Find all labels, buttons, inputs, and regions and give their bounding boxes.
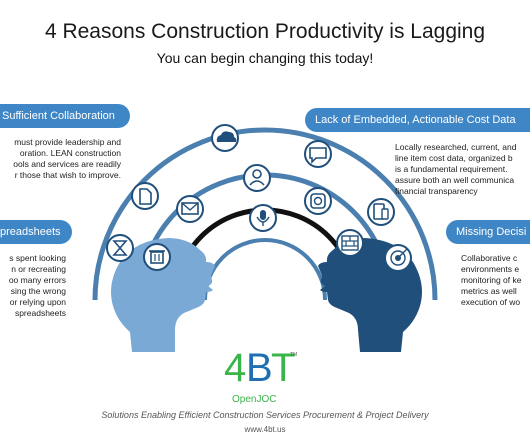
text-line: is a fundamental requirement.	[395, 164, 508, 174]
brick-wall-icon	[336, 229, 364, 257]
logo: 4 B T TM OpenJOC	[222, 346, 302, 410]
text-line: Collaborative c	[461, 253, 518, 263]
logo-tm: TM	[290, 352, 298, 358]
label-text: preadsheets	[0, 226, 61, 238]
text-line: execution of wo	[461, 297, 521, 307]
text-line: spreadsheets	[14, 308, 66, 318]
logo-4: 4	[224, 346, 247, 390]
text-line: n or recreating	[11, 264, 66, 274]
document-icon	[131, 182, 159, 210]
text-line: metrics as well	[461, 286, 517, 296]
logo-b: B	[246, 346, 273, 390]
text-collaboration: must provide leadership and oration. LEA…	[0, 137, 121, 181]
label-text: Lack of Embedded, Actionable Cost Data	[315, 114, 516, 126]
text-line: oration. LEAN construction	[19, 148, 121, 158]
text-line: r those that wish to improve.	[14, 170, 121, 180]
label-text: Missing Decisi	[456, 226, 527, 238]
mail-icon	[176, 195, 204, 223]
text-spreadsheets: s spent looking n or recreating oo many …	[0, 253, 66, 319]
text-line: s spent looking	[9, 253, 66, 263]
hourglass-icon	[106, 234, 134, 262]
left-head	[111, 238, 215, 352]
text-line: environments e	[461, 264, 520, 274]
text-line: assure both an well communica	[395, 175, 515, 185]
label-missing-decision: Missing Decisi	[446, 220, 530, 244]
text-line: Locally researched, current, and	[395, 142, 517, 152]
text-line: oo many errors	[8, 275, 66, 285]
page-subtitle: You can begin changing this today!	[156, 50, 374, 66]
text-line: ools and services are readily	[13, 159, 121, 169]
text-line: or relying upon	[9, 297, 66, 307]
logo-t: T	[271, 346, 296, 390]
chat-icon	[304, 140, 332, 168]
outer-arc	[92, 127, 438, 301]
label-sufficient-collaboration: Sufficient Collaboration	[0, 104, 130, 128]
logo-openjoc: OpenJOC	[232, 394, 277, 405]
core-arc	[203, 238, 327, 301]
text-line: monitoring of ke	[461, 275, 522, 285]
footer-tagline: Solutions Enabling Efficient Constructio…	[101, 410, 429, 420]
target-icon	[384, 244, 412, 272]
user-icon	[243, 164, 271, 192]
instagram-icon	[304, 187, 332, 215]
footer-url: www.4bt.us	[244, 425, 286, 434]
text-missing-decision: Collaborative c environments e monitorin…	[461, 253, 530, 308]
devices-icon	[367, 198, 395, 226]
text-line: financial transparency	[395, 186, 478, 196]
page-title: 4 Reasons Construction Productivity is L…	[44, 20, 486, 43]
text-line: sing the wrong	[10, 286, 66, 296]
text-cost-data: Locally researched, current, and line it…	[395, 142, 530, 197]
text-line: must provide leadership and	[14, 137, 121, 147]
label-spreadsheets: preadsheets	[0, 220, 72, 244]
microphone-icon	[249, 204, 277, 232]
cloud-icon	[211, 124, 239, 152]
trash-icon	[143, 243, 171, 271]
label-cost-data: Lack of Embedded, Actionable Cost Data	[305, 108, 530, 132]
label-text: Sufficient Collaboration	[2, 110, 115, 122]
text-line: line item cost data, organized b	[395, 153, 513, 163]
